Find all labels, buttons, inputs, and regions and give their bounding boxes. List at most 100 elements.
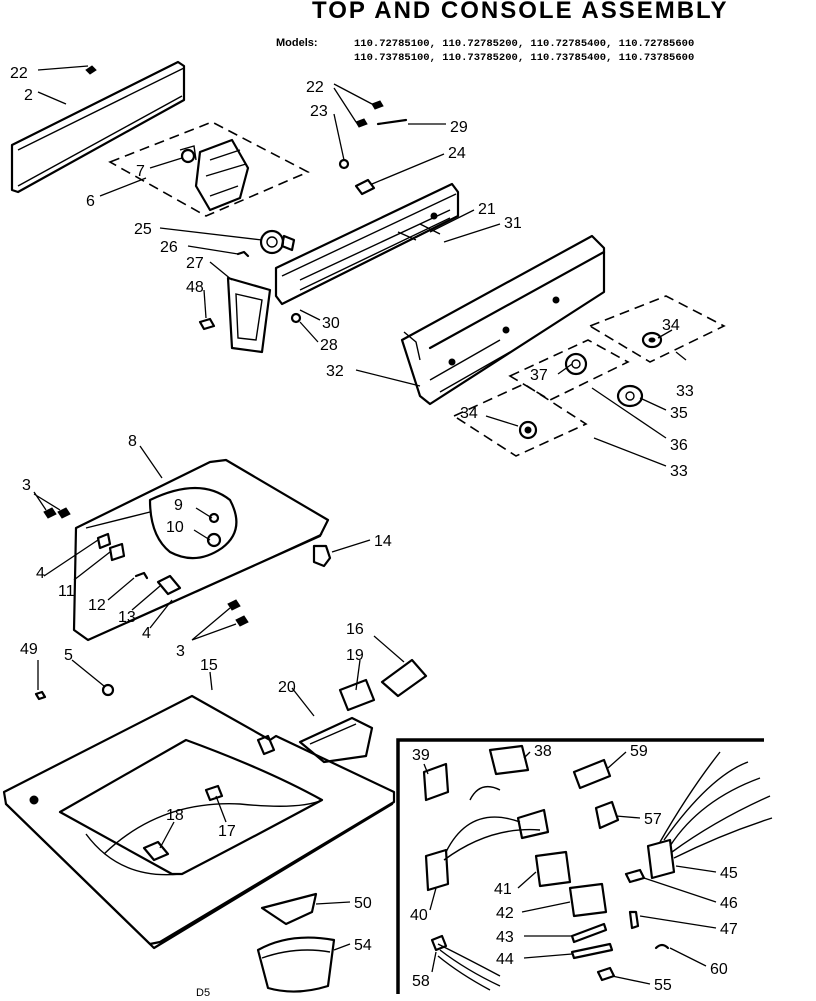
- callout-48: 48: [186, 279, 204, 296]
- part-22-23-29-hardware: [338, 100, 408, 196]
- part-3-screw-a: [43, 507, 57, 519]
- callout-32: 32: [326, 363, 344, 380]
- part-60-clip: [654, 943, 670, 950]
- part-14-foot: [312, 544, 332, 568]
- models-line-2: 110.73785100, 110.73785200, 110.73785400…: [354, 52, 694, 64]
- models-label: Models:: [276, 37, 318, 49]
- part-2-rear-panel: [10, 60, 186, 194]
- callout-49: 49: [20, 641, 38, 658]
- callout-33-a: 33: [676, 383, 694, 400]
- part-28-screw: [290, 312, 302, 324]
- callout-19: 19: [346, 647, 364, 664]
- callout-12: 12: [88, 597, 106, 614]
- callout-60: 60: [710, 961, 728, 978]
- callout-36: 36: [670, 437, 688, 454]
- part-35-knob: [616, 384, 644, 408]
- callout-43: 43: [496, 929, 514, 946]
- callout-13: 13: [118, 609, 136, 626]
- part-5-screw: [101, 683, 115, 697]
- part-41-relay: [534, 850, 572, 888]
- callout-27: 27: [186, 255, 204, 272]
- callout-55: 55: [654, 977, 672, 994]
- part-15-cabinet-top: [2, 694, 396, 950]
- part-26-clip: [236, 250, 250, 258]
- callout-45: 45: [720, 865, 738, 882]
- part-46-clip: [624, 868, 646, 884]
- part-6-timer-group: [108, 121, 310, 217]
- part-8-top-cover: [72, 458, 330, 642]
- part-39-connector: [422, 762, 450, 802]
- callout-labels: 22 2 6 7 22 23 29 24 21 31 25 26 27 48 3…: [10, 65, 738, 994]
- callout-58: 58: [412, 973, 430, 990]
- callout-3-a: 3: [22, 477, 31, 494]
- part-45-wiring-harness: [646, 751, 773, 880]
- callout-37: 37: [530, 367, 548, 384]
- part-42-relay: [568, 882, 608, 918]
- callout-23: 23: [310, 103, 328, 120]
- callout-41: 41: [494, 881, 512, 898]
- diagram-title: TOP AND CONSOLE ASSEMBLY: [312, 0, 729, 24]
- callout-34-b: 34: [460, 405, 478, 422]
- part-36-knob-group-center: [508, 339, 630, 401]
- callout-34-a: 34: [662, 317, 680, 334]
- callout-14: 14: [374, 533, 392, 550]
- callout-44: 44: [496, 951, 514, 968]
- models-line-1: 110.72785100, 110.72785200, 110.72785400…: [354, 38, 694, 50]
- callout-38: 38: [534, 743, 552, 760]
- callout-22-a: 22: [10, 65, 28, 82]
- wiring-inset-box: [396, 738, 773, 994]
- part-16-actuator: [380, 658, 428, 698]
- part-54-tub-ring: [256, 936, 336, 993]
- part-12-clip: [134, 571, 149, 580]
- callout-29: 29: [450, 119, 468, 136]
- part-13-bracket: [156, 574, 182, 596]
- part-33-knob-group-right: [588, 295, 726, 363]
- callout-31: 31: [504, 215, 522, 232]
- callout-35: 35: [670, 405, 688, 422]
- part-3-screw-d: [235, 615, 249, 627]
- part-27-bracket: [226, 276, 272, 354]
- callout-59: 59: [630, 743, 648, 760]
- callout-26: 26: [160, 239, 178, 256]
- diagram-code: D5: [196, 987, 210, 999]
- callout-4-b: 4: [142, 625, 151, 642]
- callout-10: 10: [166, 519, 184, 536]
- part-25-motor-knob: [259, 229, 296, 255]
- callout-28: 28: [320, 337, 338, 354]
- callout-4-a: 4: [36, 565, 45, 582]
- callout-25: 25: [134, 221, 152, 238]
- callout-9: 9: [174, 497, 183, 514]
- part-30-control-rail: [274, 182, 460, 306]
- part-3-screw-c: [227, 599, 241, 611]
- callout-16: 16: [346, 621, 364, 638]
- callout-24: 24: [448, 145, 466, 162]
- part-57-clip: [594, 800, 620, 830]
- callout-11: 11: [58, 583, 75, 600]
- callout-7: 7: [136, 163, 145, 180]
- part-58-harness: [430, 934, 501, 991]
- part-59-fuse: [572, 758, 612, 790]
- callout-3-b: 3: [176, 643, 185, 660]
- callout-6: 6: [86, 193, 95, 210]
- part-55-clip: [596, 966, 616, 982]
- leader-lines: [33, 65, 717, 985]
- part-48-clip: [198, 317, 216, 331]
- callout-40: 40: [410, 907, 428, 924]
- part-20-lid-switch-housing: [298, 716, 374, 764]
- callout-33-b: 33: [670, 463, 688, 480]
- callout-20: 20: [278, 679, 296, 696]
- callout-15: 15: [200, 657, 218, 674]
- part-40-harness: [424, 786, 550, 892]
- part-38-block: [488, 744, 530, 776]
- part-32-console-panel: [400, 234, 606, 406]
- callout-50: 50: [354, 895, 372, 912]
- callout-22-b: 22: [306, 79, 324, 96]
- callout-30: 30: [322, 315, 340, 332]
- callout-21: 21: [478, 201, 496, 218]
- part-44-terminal-strip: [570, 942, 614, 960]
- callout-57: 57: [644, 811, 662, 828]
- callout-39: 39: [412, 747, 430, 764]
- callout-8: 8: [128, 433, 137, 450]
- callout-5: 5: [64, 647, 73, 664]
